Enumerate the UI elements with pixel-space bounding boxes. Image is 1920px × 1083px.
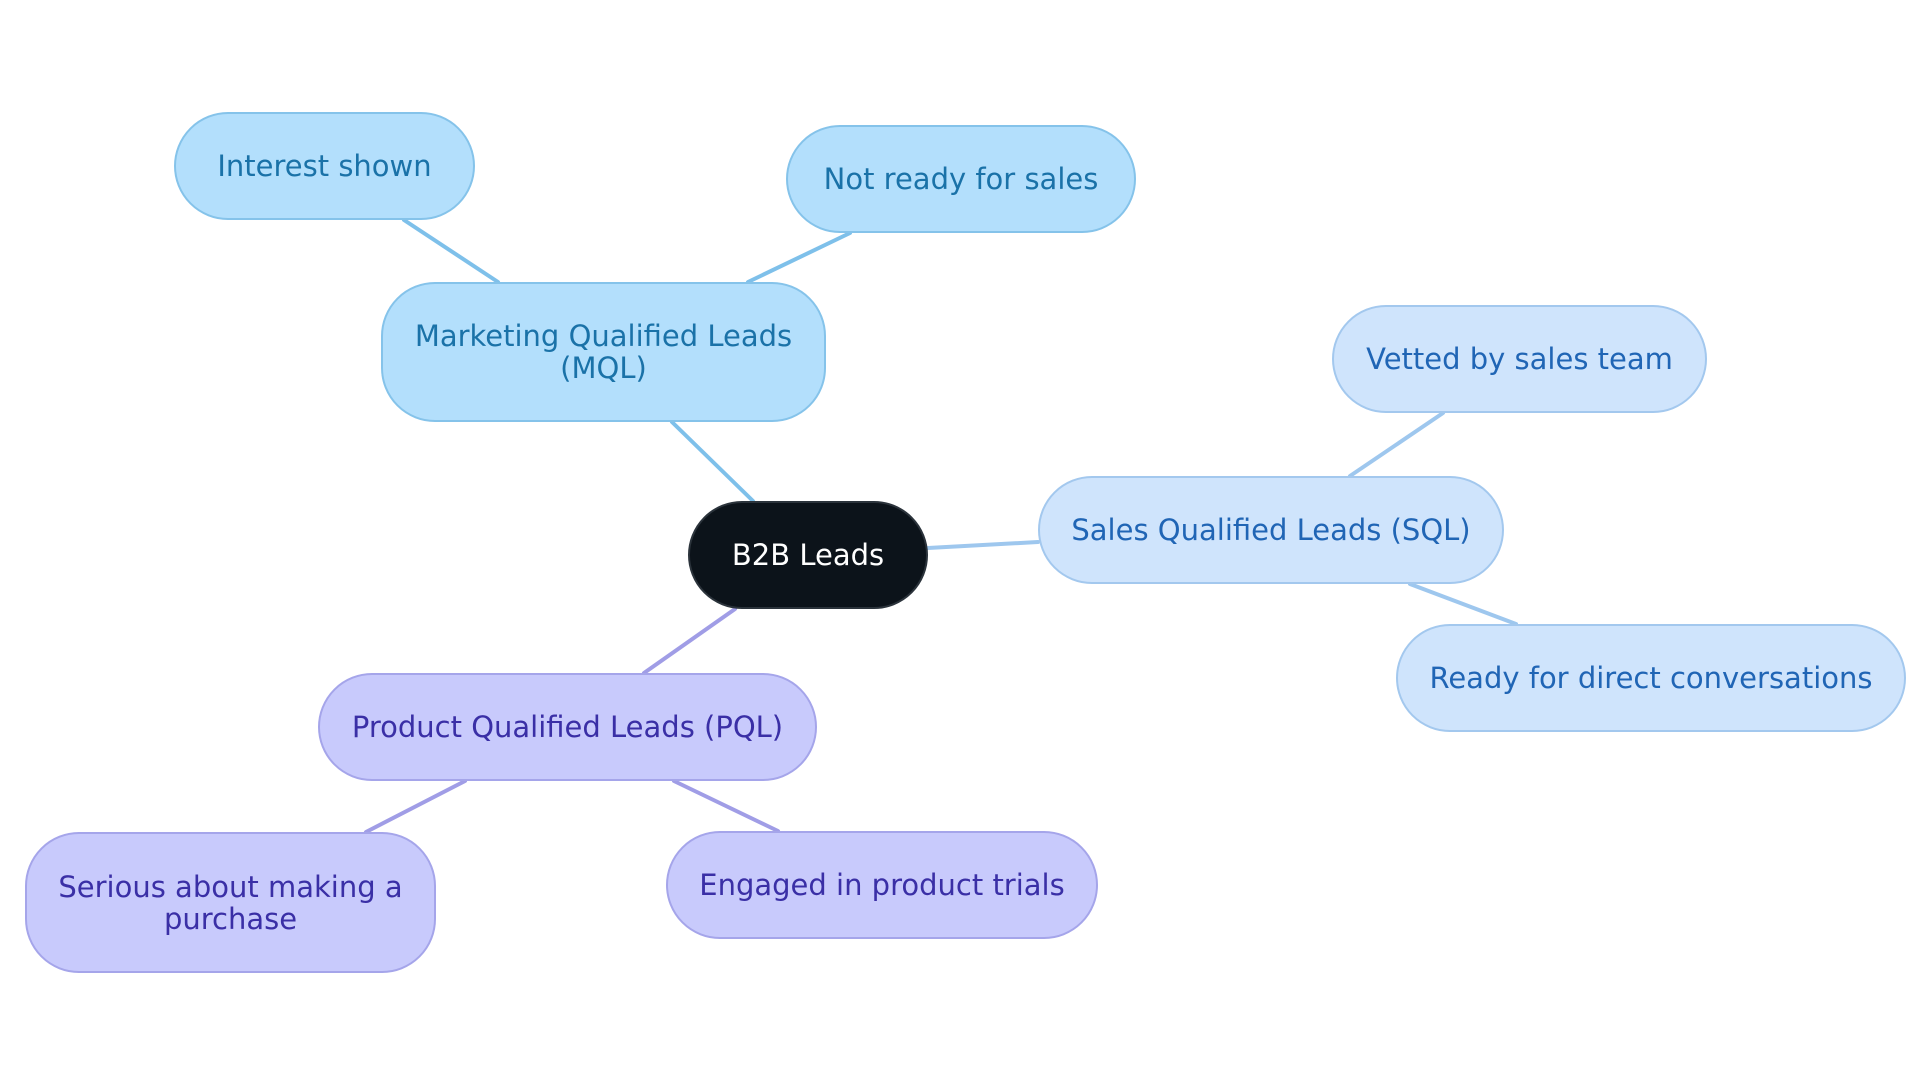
leaf-node-label: Engaged in product trials xyxy=(699,868,1065,902)
leaf-node-label: Vetted by sales team xyxy=(1366,342,1673,376)
branch-node-pql[interactable]: Product Qualified Leads (PQL) xyxy=(318,673,817,781)
edge-root-to-pql xyxy=(642,607,737,675)
root-node-label: B2B Leads xyxy=(731,538,885,572)
edge-root-to-mql xyxy=(670,420,755,503)
edge-mql-to-not-ready xyxy=(746,231,852,284)
leaf-node-vetted-by-sales-team[interactable]: Vetted by sales team xyxy=(1332,305,1707,413)
leaf-node-interest-shown[interactable]: Interest shown xyxy=(174,112,475,220)
branch-node-label: Product Qualified Leads (PQL) xyxy=(351,710,784,744)
leaf-node-label: Interest shown xyxy=(217,149,432,183)
edge-pql-to-serious xyxy=(364,779,467,834)
leaf-node-serious-about-purchase[interactable]: Serious about making a purchase xyxy=(25,832,436,973)
branch-node-label: Marketing Qualified Leads (MQL) xyxy=(414,319,793,385)
edge-sql-to-vetted xyxy=(1348,411,1445,478)
leaf-node-ready-for-direct-conversations[interactable]: Ready for direct conversations xyxy=(1396,624,1906,732)
leaf-node-label: Ready for direct conversations xyxy=(1429,661,1873,695)
edge-pql-to-engaged xyxy=(672,779,780,833)
edge-root-to-sql xyxy=(926,540,1040,550)
leaf-node-engaged-in-product-trials[interactable]: Engaged in product trials xyxy=(666,831,1098,939)
leaf-node-not-ready-for-sales[interactable]: Not ready for sales xyxy=(786,125,1136,233)
branch-node-sql[interactable]: Sales Qualified Leads (SQL) xyxy=(1038,476,1504,584)
leaf-node-label: Serious about making a purchase xyxy=(58,869,403,936)
edge-sql-to-ready xyxy=(1408,582,1518,626)
branch-node-mql[interactable]: Marketing Qualified Leads (MQL) xyxy=(381,282,826,422)
edge-mql-to-interest xyxy=(402,218,500,284)
leaf-node-label: Not ready for sales xyxy=(823,162,1099,196)
branch-node-label: Sales Qualified Leads (SQL) xyxy=(1071,513,1471,547)
root-node-b2b-leads[interactable]: B2B Leads xyxy=(688,501,928,609)
